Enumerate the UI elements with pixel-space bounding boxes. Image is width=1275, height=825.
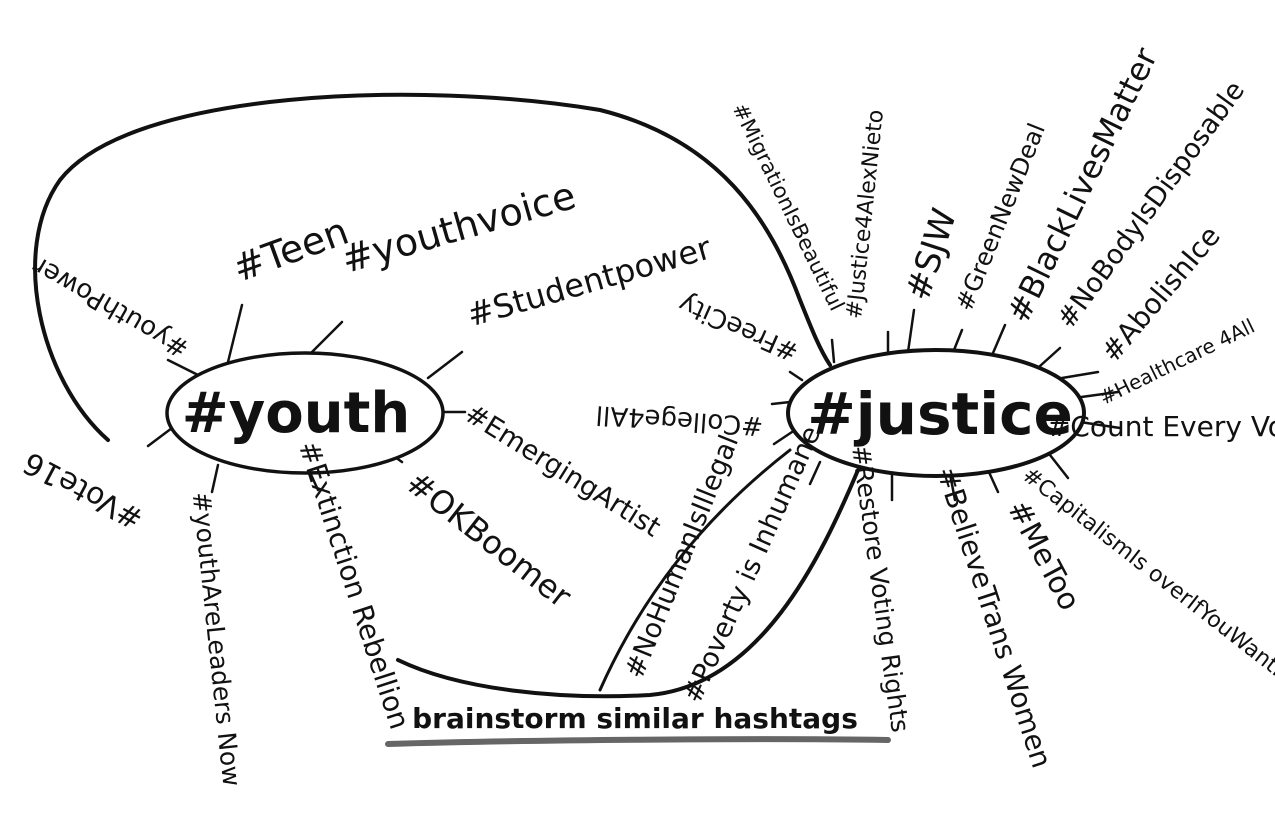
tag-okboomer[interactable]: #OKBoomer: [399, 463, 579, 615]
spoke-abolishice: [1060, 370, 1100, 380]
center-connector: [598, 448, 792, 692]
caption-text: brainstorm similar hashtags: [412, 702, 858, 735]
tag-justice4alexnieto[interactable]: #Justice4AlexNieto: [842, 108, 889, 320]
tag-vote16[interactable]: #Vote16: [18, 444, 149, 536]
tag-migration-is-beautiful[interactable]: #MigrationIsBeautiful: [728, 99, 849, 314]
spoke-capitalism: [1048, 453, 1070, 480]
tag-college4all[interactable]: #College4All: [595, 399, 764, 441]
svg-text:#youthvoice: #youthvoice: [336, 173, 580, 282]
justice-hub-oval[interactable]: [786, 348, 1086, 478]
spoke-leadersnow: [210, 463, 220, 494]
tag-poverty-is-inhumane[interactable]: #Poverty is Inhumane: [677, 422, 827, 708]
svg-text:#youthPower: #youthPower: [28, 250, 195, 364]
spoke-teen: [226, 303, 244, 364]
spoke-youthpower: [166, 358, 200, 377]
spoke-believetrans: [948, 472, 957, 502]
tag-youth-are-leaders-now[interactable]: #youthAreLeaders Now: [187, 490, 247, 787]
svg-text:#Restore Voting Rights: #Restore Voting Rights: [846, 443, 915, 734]
tag-extinction-rebellion[interactable]: #Extinction Rebellion: [292, 437, 416, 733]
spoke-migration: [830, 338, 836, 364]
svg-text:#Justice4AlexNieto: #Justice4AlexNieto: [842, 108, 889, 320]
svg-text:#OKBoomer: #OKBoomer: [399, 463, 579, 615]
svg-text:#MigrationIsBeautiful: #MigrationIsBeautiful: [728, 99, 849, 314]
svg-text:#Studentpower: #Studentpower: [463, 228, 716, 334]
svg-text:#Extinction Rebellion: #Extinction Rebellion: [292, 437, 416, 733]
caption-underline: [385, 736, 891, 747]
youth-hub-oval[interactable]: [165, 351, 445, 475]
tag-freecity[interactable]: #FreeCity: [674, 288, 803, 367]
justice-hub-label: #justice: [807, 380, 1073, 448]
spoke-college4all: [770, 400, 792, 406]
spoke-youthvoice: [310, 320, 344, 354]
svg-text:#Count Every Vote: #Count Every Vote: [1047, 410, 1275, 443]
spoke-countvote: [1078, 420, 1122, 430]
spoke-poverty: [808, 460, 822, 486]
tag-youthvoice[interactable]: #youthvoice: [336, 173, 580, 282]
spoke-freecity: [788, 370, 804, 382]
tag-countevery-vote[interactable]: #Count Every Vote: [1047, 410, 1275, 443]
spoke-sjw: [906, 308, 916, 354]
spoke-studentpower: [426, 350, 464, 380]
svg-text:#youthAreLeaders Now: #youthAreLeaders Now: [187, 490, 247, 787]
count-every-vote-line: #Count Every Vote: [1047, 410, 1275, 443]
svg-text:#College4All: #College4All: [595, 399, 764, 441]
tag-youth-power[interactable]: #youthPower: [28, 250, 195, 364]
svg-text:#Vote16: #Vote16: [18, 444, 149, 536]
bottom-loop-connector: [396, 468, 860, 699]
youth-hub-label: #youth: [182, 381, 410, 446]
spoke-nobody: [1038, 346, 1062, 368]
tag-studentpower[interactable]: #Studentpower: [463, 228, 716, 334]
svg-text:#FreeCity: #FreeCity: [674, 288, 803, 367]
spoke-nohuman: [772, 430, 794, 446]
top-loop-connector: [33, 92, 832, 442]
tag-teen[interactable]: #Teen: [227, 209, 354, 291]
svg-text:#Teen: #Teen: [227, 209, 354, 291]
svg-text:#Poverty is Inhumane: #Poverty is Inhumane: [677, 422, 827, 708]
tag-restore-voting-rights[interactable]: #Restore Voting Rights: [846, 443, 915, 734]
